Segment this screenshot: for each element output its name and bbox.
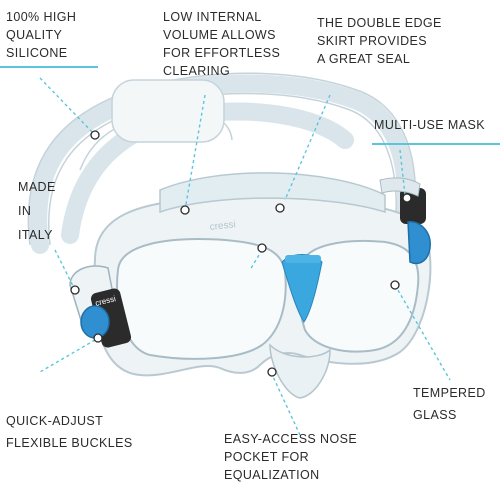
left-lens — [116, 238, 287, 360]
leader-lines — [39, 77, 451, 436]
nose-pocket — [269, 343, 331, 399]
feature-dots — [70, 130, 412, 377]
feature-skirt: THE DOUBLE EDGE SKIRT PROVIDES A GREAT S… — [317, 16, 442, 66]
feature-silicone: 100% HIGH QUALITY SILICONE — [6, 10, 77, 60]
feature-nose: EASY-ACCESS NOSE POCKET FOR EQUALIZATION — [224, 432, 358, 482]
bridge-bar — [285, 255, 321, 263]
silicone-underline — [0, 66, 98, 68]
right-lens — [298, 239, 420, 353]
feature-volume: LOW INTERNAL VOLUME ALLOWS FOR EFFORTLES… — [163, 10, 281, 78]
brand-logo: cressi — [209, 219, 236, 233]
bridge-clip — [281, 254, 323, 323]
multiuse-underline — [372, 143, 500, 145]
left-buckle — [69, 265, 132, 348]
mask-frame-top — [159, 172, 386, 214]
feature-buckles: QUICK-ADJUST FLEXIBLE BUCKLES — [6, 414, 133, 450]
feature-glass: TEMPERED GLASS — [413, 386, 486, 422]
strap-slot — [111, 79, 225, 143]
feature-multiuse: MULTI-USE MASK — [374, 118, 485, 132]
feature-italy: MADE IN ITALY — [18, 180, 56, 242]
